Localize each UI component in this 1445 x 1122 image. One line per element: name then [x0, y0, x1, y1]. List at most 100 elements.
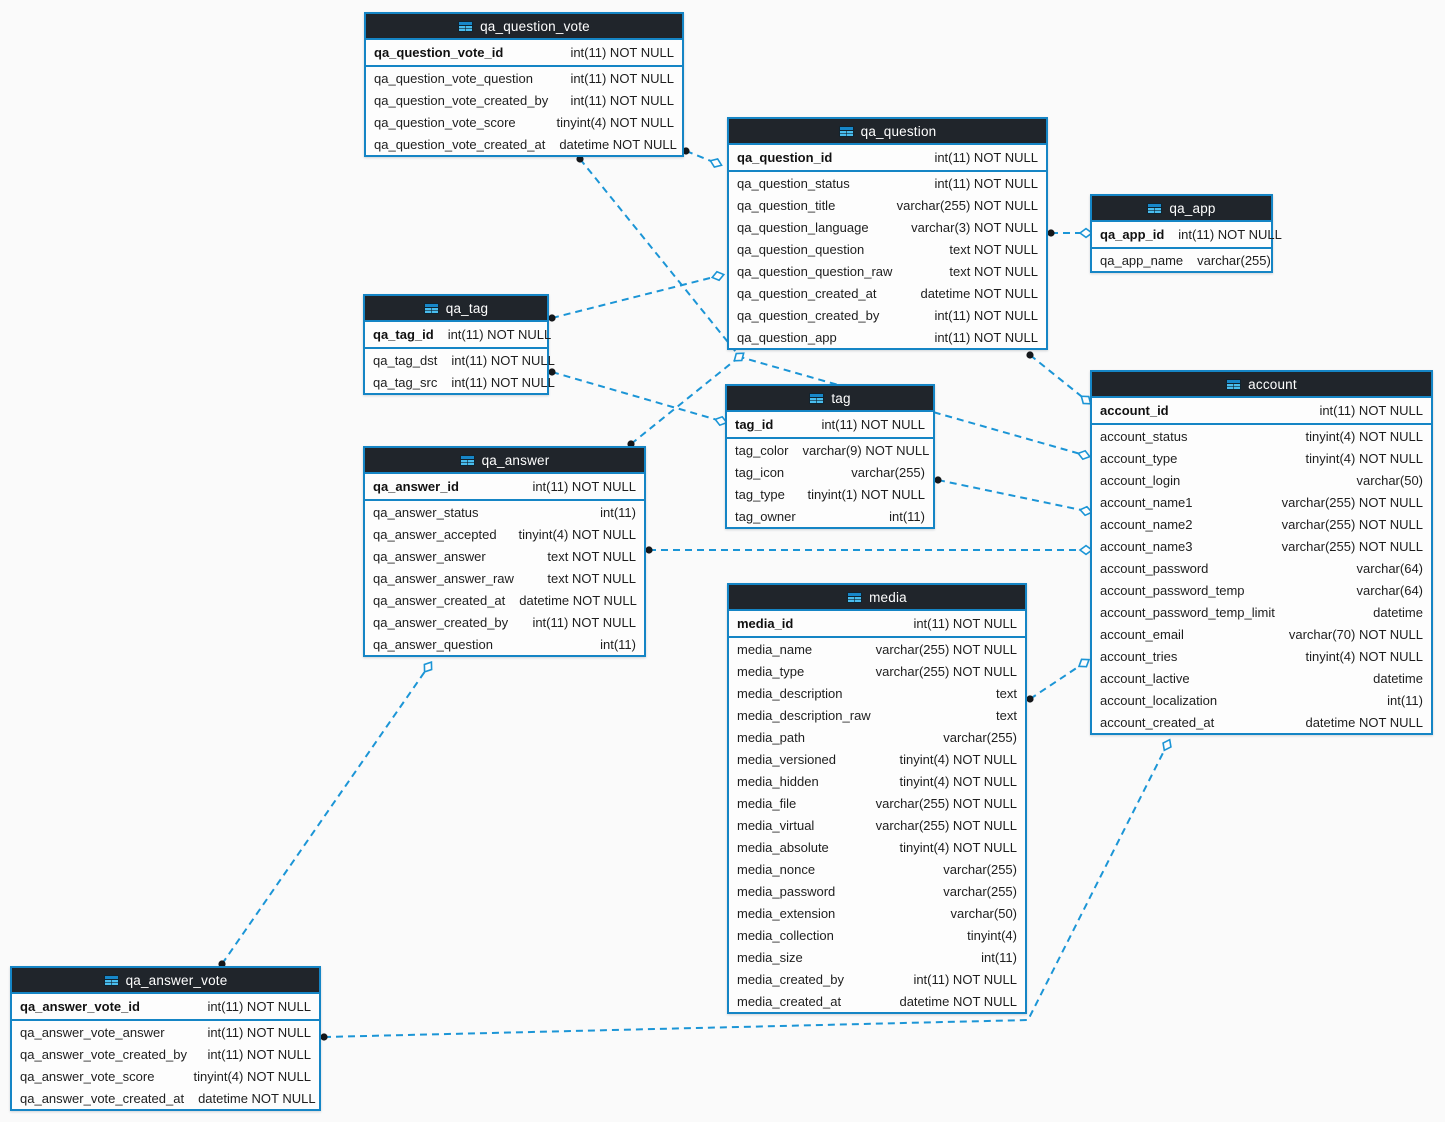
table-header[interactable]: qa_answer	[365, 448, 644, 474]
table-header[interactable]: media	[729, 585, 1025, 611]
relationship-qa_tag-to-qa_question[interactable]	[551, 275, 719, 319]
relationship-qa_tag-to-tag[interactable]	[551, 371, 722, 422]
table-header[interactable]: qa_answer_vote	[12, 968, 319, 994]
column-name: qa_tag_src	[373, 374, 438, 390]
column-type: datetime NOT NULL	[920, 285, 1038, 301]
relationship-qa_question-to-account[interactable]	[1029, 354, 1087, 401]
relationship-media-to-account[interactable]	[1029, 662, 1085, 700]
table-header[interactable]: qa_question_vote	[366, 14, 682, 40]
table-header[interactable]: qa_tag	[365, 296, 547, 322]
column-type: varchar(3) NOT NULL	[911, 219, 1038, 235]
relationship-qa_answer_vote-to-account[interactable]	[323, 744, 1168, 1038]
table-header[interactable]: tag	[727, 386, 933, 412]
column-name: qa_question_question	[737, 241, 865, 257]
table-header[interactable]: qa_app	[1092, 196, 1271, 222]
column-name: media_size	[737, 949, 803, 965]
table-header[interactable]: account	[1092, 372, 1431, 398]
relationship-tag-to-account[interactable]	[937, 479, 1087, 512]
relationship-qa_answer_vote-to-qa_answer[interactable]	[221, 666, 429, 965]
table-header[interactable]: qa_question	[729, 119, 1046, 145]
